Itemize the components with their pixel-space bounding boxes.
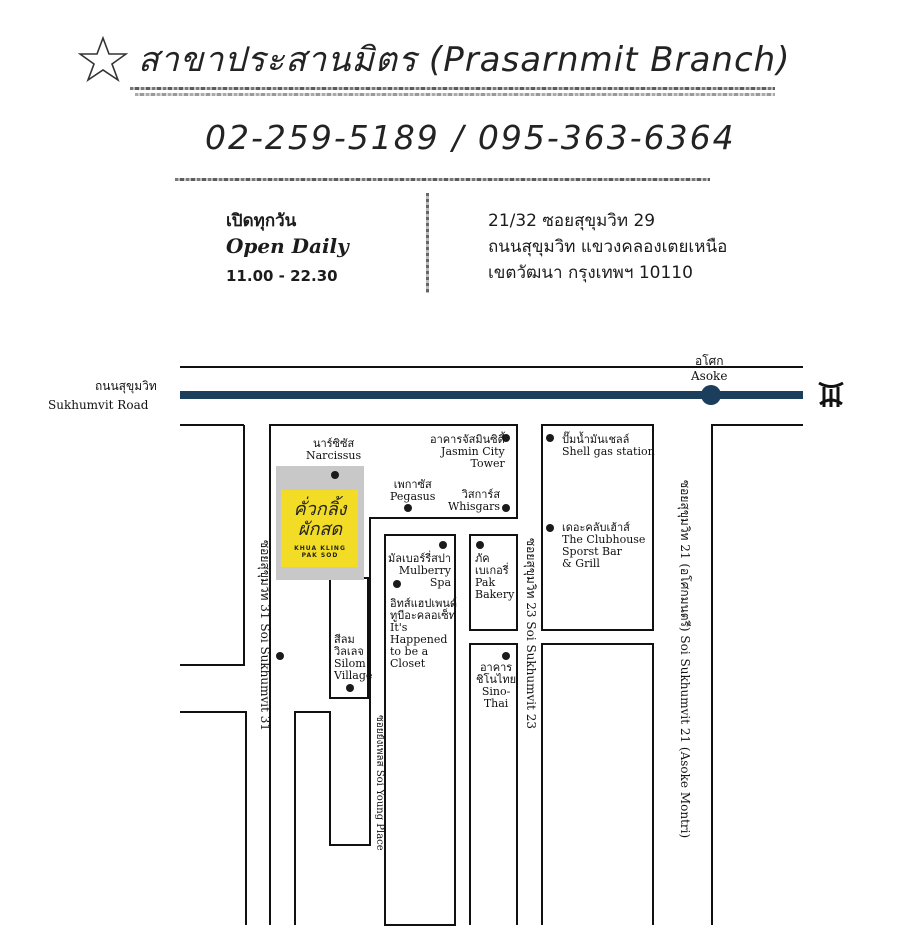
landmark-whisgars: วิสการ์ส Whisgars — [448, 488, 501, 513]
star-icon — [77, 35, 129, 86]
station-english: Asoke — [691, 369, 728, 383]
bts-skytrain-icon — [815, 378, 847, 414]
restaurant-logo — [281, 490, 358, 567]
title-underline — [130, 87, 775, 90]
asoke-station-dot — [701, 385, 721, 405]
hours-time: 11.00 - 22.30 — [226, 267, 338, 285]
landmark-the-clubhouse: เดอะคลับเฮ้าส์ The Clubhouse Sporst Bar … — [562, 521, 646, 570]
landmark-narcissus: นาร์ซิซัส Narcissus — [306, 437, 362, 462]
restaurant-logo-subtitle: KHUA KLING PAK SOD — [294, 545, 346, 559]
sukhumvit-road-thai: ถนนสุขุมวิท — [95, 379, 157, 393]
soi-sukhumvit-31-label: ซอยสุขุมวิท 31 Soi Sukhumvit 31 — [258, 540, 272, 732]
skytrain-line — [180, 391, 803, 399]
address-line-3: เขตวัฒนา กรุงเทพฯ 10110 — [488, 263, 693, 283]
landmark-its-happened-to-be-a-closet: อิทส์แฮปเพนด์ ทูบีอะคลอเซ็ท It's Happene… — [390, 597, 458, 670]
landmark-jasmin-city-tower: อาคารจัสมินซิตี้ Jasmin City Tower — [430, 433, 505, 470]
address-line-1: 21/32 ซอยสุขุมวิท 29 — [488, 211, 656, 231]
landmark-silom-village: สีลม วิลเลจ Silom Village — [334, 633, 373, 682]
restaurant-logo-script: คั่วกลิ้ง ผักสด — [293, 499, 347, 540]
title-underline-2 — [135, 93, 775, 96]
soi-sukhumvit-23-label: ซอยสุขุมวิท 23 Soi Sukhumvit 23 — [524, 538, 538, 730]
station-thai: อโศก — [695, 354, 724, 368]
phone-underline — [175, 178, 710, 181]
landmark-sino-thai: อาคาร ชิโนไทย Sino- Thai — [476, 661, 517, 710]
hours-thai: เปิดทุกวัน — [226, 211, 297, 231]
address-line-2: ถนนสุขุมวิท แขวงคลองเตยเหนือ — [488, 237, 728, 257]
hours-english: Open Daily — [226, 234, 349, 258]
divider — [426, 193, 429, 293]
landmark-pegasus: เพกาซัส Pegasus — [390, 478, 436, 503]
landmark-mulberry-spa: มัลเบอร์รี่สปา Mulberry Spa — [388, 552, 452, 589]
landmark-pak-bakery: ภัค เบเกอรี่ Pak Bakery — [475, 552, 515, 601]
soi-young-place-label: ซอยยังเพลส Soi Young Place — [374, 715, 385, 851]
phone-numbers: 02-259-5189 / 095-363-6364 — [205, 118, 736, 157]
landmark-shell-gas-station: ปั๊มน้ำมันเชลล์ Shell gas station — [562, 433, 655, 458]
soi-sukhumvit-21-label: ซอยสุขุมวิท 21 (อโศกมนตรี) Soi Sukhumvit… — [678, 480, 692, 839]
branch-title: สาขาประสานมิตร (Prasarnmit Branch) — [138, 40, 791, 80]
sukhumvit-road-english: Sukhumvit Road — [48, 398, 149, 412]
